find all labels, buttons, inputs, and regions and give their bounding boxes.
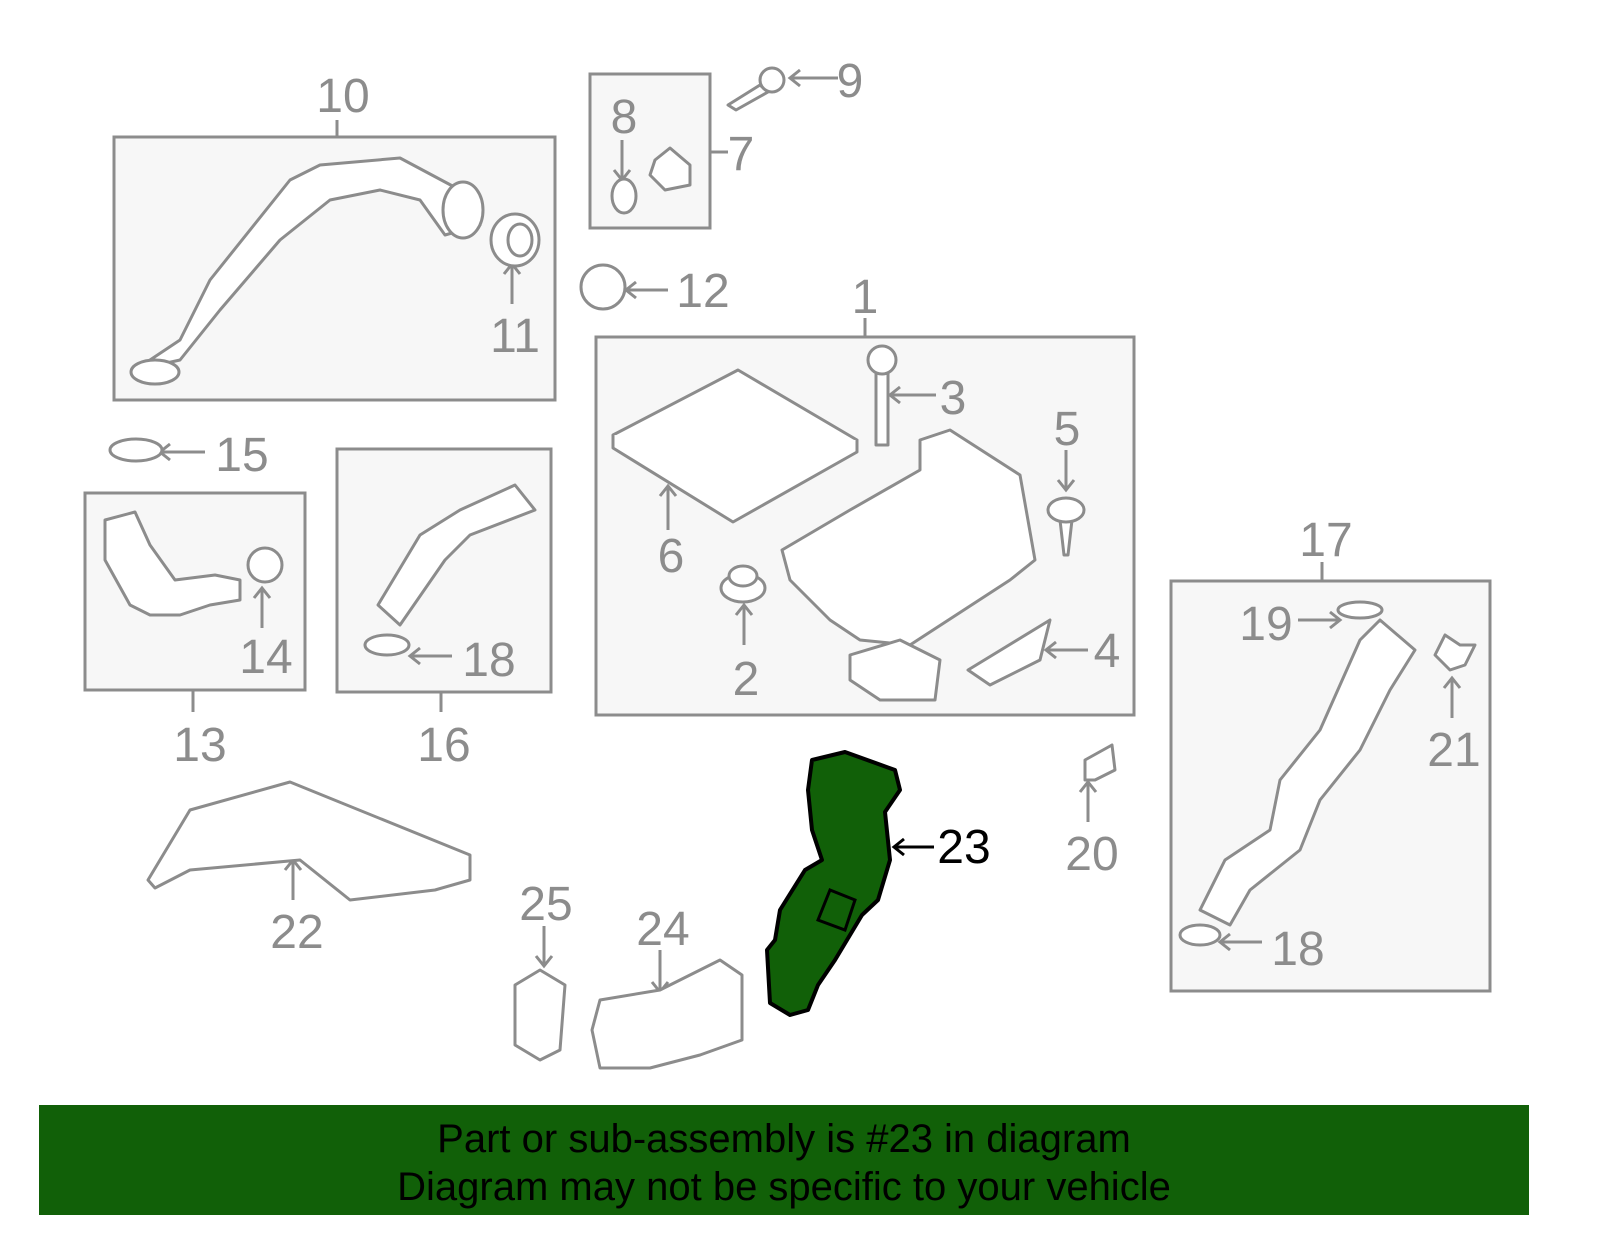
part-25-grille <box>513 968 567 1062</box>
part-7-clip <box>648 146 692 192</box>
callout-19: 19 <box>1239 598 1292 651</box>
callout-22: 22 <box>270 906 323 959</box>
part-24-duct <box>590 958 744 1070</box>
part-20-bracket <box>1083 743 1117 782</box>
group-box-7 <box>588 72 712 230</box>
callout-20: 20 <box>1065 828 1118 881</box>
part-17-pipe <box>1198 618 1417 927</box>
info-banner: Part or sub-assembly is #23 in diagram D… <box>39 1105 1529 1215</box>
banner-line-1: Part or sub-assembly is #23 in diagram <box>437 1117 1131 1161</box>
part-15-clamp <box>108 437 164 463</box>
callout-4: 4 <box>1094 625 1121 678</box>
callout-7: 7 <box>728 128 755 181</box>
part-drawings <box>103 66 1477 1070</box>
callout-8: 8 <box>611 91 638 144</box>
part-22-duct <box>146 780 472 902</box>
callout-14: 14 <box>239 631 292 684</box>
callout-23: 23 <box>937 821 990 874</box>
part-8-oring <box>610 177 638 215</box>
callout-11: 11 <box>490 310 540 363</box>
callout-25: 25 <box>519 878 572 931</box>
callout-6: 6 <box>658 530 685 583</box>
part-14-seal <box>246 546 284 584</box>
callout-1: 1 <box>852 271 879 324</box>
part-16-hose <box>376 483 537 627</box>
banner-line-2: Diagram may not be specific to your vehi… <box>397 1165 1171 1209</box>
callout-12: 12 <box>676 265 729 318</box>
callout-18: 18 <box>462 634 515 687</box>
callout-5: 5 <box>1054 403 1081 456</box>
callout-9: 9 <box>837 55 864 108</box>
part-3-bolt <box>874 363 890 447</box>
callout-17: 17 <box>1299 514 1352 567</box>
part-18-oring-b <box>1178 923 1222 947</box>
part-1-air-cleaner <box>780 428 1037 647</box>
callout-13: 13 <box>173 719 226 772</box>
callout-21: 21 <box>1427 724 1480 777</box>
part-19-oring <box>1336 600 1384 620</box>
callout-2: 2 <box>733 653 760 706</box>
callout-18: 18 <box>1271 923 1324 976</box>
callout-16: 16 <box>417 719 470 772</box>
callout-15: 15 <box>215 429 268 482</box>
leader-lines <box>157 68 1462 995</box>
callout-24: 24 <box>636 903 689 956</box>
part-21-clip <box>1433 633 1477 672</box>
part-23-highlighted-duct <box>765 750 902 1017</box>
callout-3: 3 <box>940 372 967 425</box>
part-13-pipe <box>103 510 242 617</box>
part-12-clamp <box>579 263 627 311</box>
part-4-bracket <box>966 618 1052 687</box>
part-18-oring <box>363 633 411 657</box>
callout-10: 10 <box>316 70 369 123</box>
